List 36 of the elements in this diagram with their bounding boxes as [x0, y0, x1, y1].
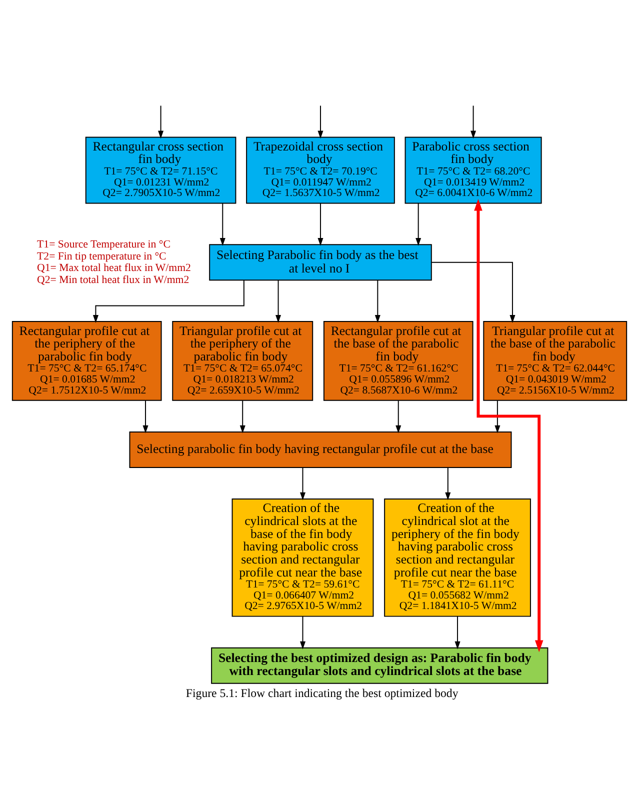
arrow: [431, 262, 516, 323]
arrow: [396, 400, 402, 434]
label: Q2= Min total heat flux in W/mm2: [37, 274, 190, 286]
arrow: [318, 105, 324, 139]
node-box: Selecting Parabolic fin body as the best at level no I: [209, 244, 432, 281]
arrow: [474, 198, 544, 652]
node-box: Parabolic cross section fin body T1= 75°C & T2= 68.20°C Q1= 0.013419 W/mm2 Q2= 6.0041X10-6 W/mm2: [404, 136, 542, 204]
arrow: [300, 616, 306, 650]
node-box: Triangular profile cut at the periphery of the parabolic fin body T1= 75°C & T2= 65.074°C Q1= 0.018213 W/mm2 Q2= 2.659X10-5 W/mm2: [172, 321, 314, 401]
label: Q1= Max total heat flux in W/mm2: [37, 262, 191, 274]
node-box: Creation of the cylindrical slot at the periphery of the fin body having parabolic cross section and rectangular profile cut near the base T1= 75°C & T2= 61.11°C Q1= 0.055682 W/mm2 Q2= 1.1841X10-5 W/mm2: [384, 498, 531, 617]
node-box: Rectangular cross section fin body T1= 75°C & T2= 71.15°C Q1= 0.01231 W/mm2 Q2= 2.7905X10-5 W/mm2: [85, 136, 236, 204]
node-box: Rectangular profile cut at the periphery of the parabolic fin body T1= 75°C & T2= 65.174°C Q1= 0.01685 W/mm2 Q2= 1.7512X10-5 W/mm2: [12, 321, 162, 401]
arrow: [470, 105, 476, 139]
node-box: Creation of the cylindrical slots at the base of the fin body having parabolic cross section and rectangular profile cut near the base T1= 75°C & T2= 59.61°C Q1= 0.066407 W/mm2 Q2= 2.9765X10-5 W/mm2: [232, 498, 374, 617]
node-box: Trapezoidal cross section body T1= 75°C & T2= 70.19°C Q1= 0.011947 W/mm2 Q2= 1.5637X10-5 W/mm2: [246, 136, 395, 204]
arrow: [142, 400, 148, 434]
arrow: [220, 203, 226, 246]
arrow: [454, 616, 460, 650]
arrow: [240, 400, 246, 434]
arrow: [276, 280, 282, 323]
arrow: [416, 203, 422, 246]
arrow: [445, 467, 451, 500]
arrow: [494, 400, 500, 434]
node-box: Triangular profile cut at the base of the parabolic fin body T1= 75°C & T2= 62.044°C Q1= 0.043019 W/mm2 Q2= 2.5156X10-5 W/mm2: [483, 321, 628, 401]
arrow: [92, 280, 244, 323]
node-box: Rectangular profile cut at the base of the parabolic fin body T1= 75°C & T2= 61.162°C Q1= 0.055896 W/mm2 Q2= 8.5687X10-6 W/mm2: [323, 321, 474, 401]
caption: Figure 5.1: Flow chart indicating the best optimized body: [186, 686, 458, 700]
node-box: Selecting the best optimized design as: Parabolic fin body with rectangular slots and cylindrical slots at the base: [211, 647, 548, 684]
label: T1= Source Temperature in °C: [37, 238, 170, 250]
arrow: [300, 467, 306, 500]
arrow: [318, 203, 324, 246]
label: T2= Fin tip temperature in °C: [37, 250, 166, 262]
arrow: [374, 280, 380, 323]
arrow: [158, 105, 164, 139]
node-box: Selecting parabolic fin body having rectangular profile cut at the base: [129, 431, 512, 468]
